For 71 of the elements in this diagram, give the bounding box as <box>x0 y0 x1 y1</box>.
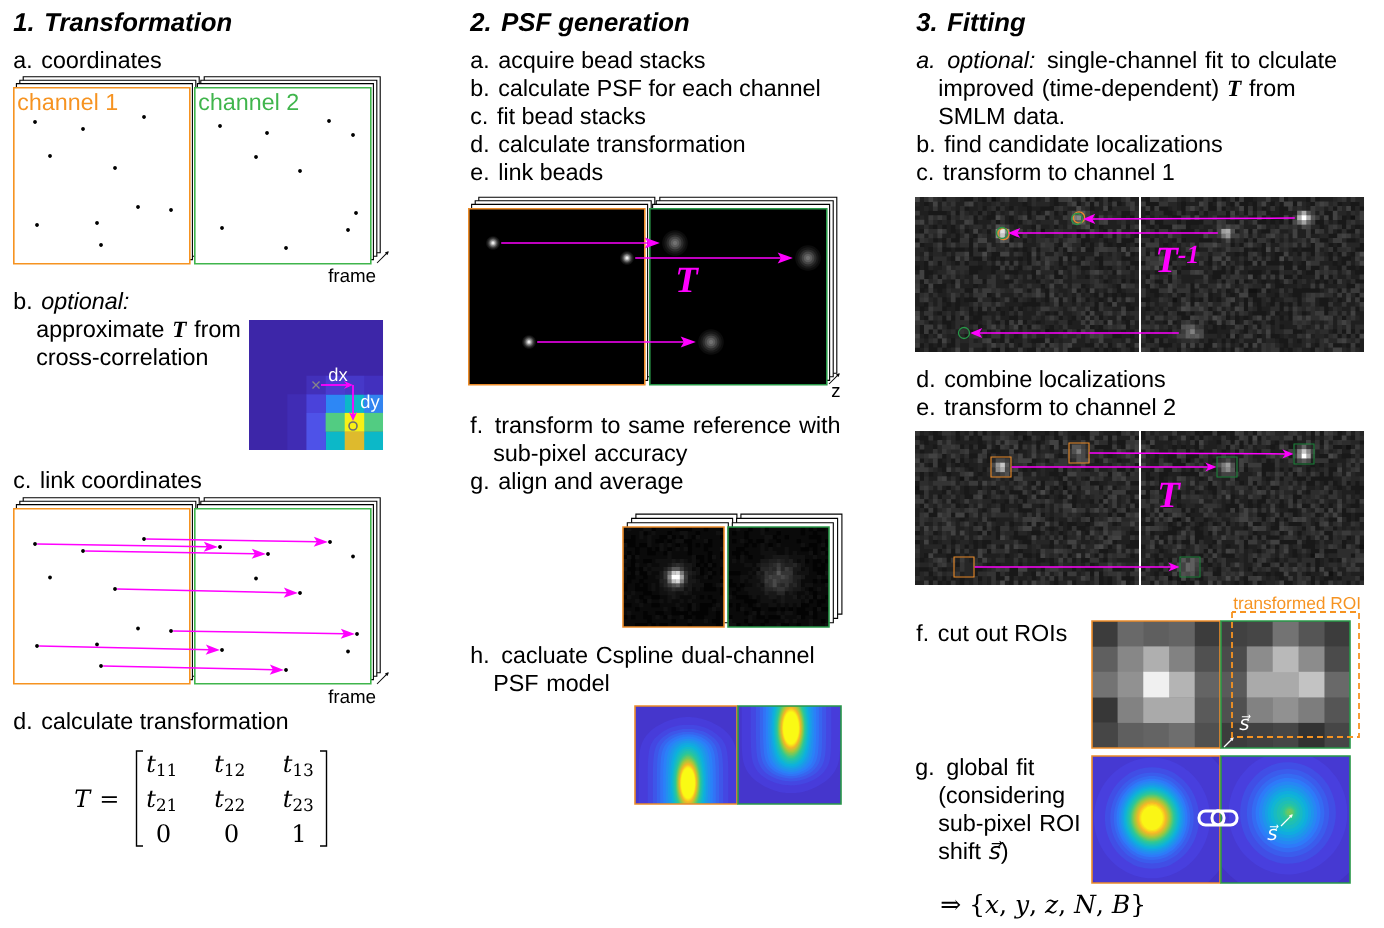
math-label: T <box>1159 482 1181 507</box>
spot <box>1176 320 1204 348</box>
step-text: g. align and average <box>471 472 683 494</box>
step-text: b. calculate PSF for each channel <box>471 79 820 97</box>
result-formula: ⇒ {x, y, z, N, B} <box>941 894 1143 919</box>
blurred-spot <box>660 228 690 258</box>
section-heading: 1. Transformation <box>13 12 232 32</box>
bead-image <box>649 208 828 386</box>
matrix-entry: t$_{12}$ <box>215 755 244 776</box>
step-text: b. find candidate localizations <box>917 135 1222 153</box>
step-text: a. optional: single-channel fit to clculate improved (time-dependent) T from SMLM data. <box>916 51 1337 125</box>
bead-spot <box>619 250 635 266</box>
math-label: T <box>677 267 699 292</box>
matrix-entry: t$_{13}$ <box>284 755 313 777</box>
section-heading: 3. Fitting <box>916 12 1026 37</box>
node-label: transformed ROI <box>1233 596 1360 610</box>
displacement-label: dy <box>361 394 380 412</box>
step-text: c. fit bead stacks <box>471 107 646 125</box>
axis-label: frame <box>328 689 376 704</box>
roi-square <box>1293 443 1315 465</box>
step-text: d. calculate transformation <box>14 712 288 730</box>
matrix-entry: t$_{11}$ <box>147 755 175 776</box>
math-label: T$^{-1}$ <box>1157 245 1197 272</box>
step-text: g. global fit (considering sub-pixel ROI shift s⃗) <box>916 758 1079 864</box>
step-text: f. cut out ROIs <box>916 624 1067 642</box>
step-text: c. link coordinates <box>14 471 201 489</box>
frame: channel 2 <box>194 87 372 265</box>
roi-square <box>990 456 1012 478</box>
step-text: a. acquire bead stacks <box>471 51 705 73</box>
step-text: d. combine localizations <box>917 370 1165 388</box>
math-label: T = <box>75 789 117 807</box>
section-heading: 2. PSF generation <box>469 12 689 37</box>
blurred-spot <box>696 327 726 357</box>
frame: channel 1 <box>13 87 191 265</box>
spot <box>1292 206 1316 230</box>
bead-image <box>468 208 646 386</box>
matrix-entry: 0 <box>157 824 170 843</box>
ring-marker <box>1070 211 1086 226</box>
ring-marker <box>995 226 1010 241</box>
bead-spot <box>521 334 537 350</box>
roi-square <box>953 556 975 578</box>
step-text: e. link beads <box>471 163 603 181</box>
step-text: approximate T from cross-correlation <box>37 320 240 366</box>
matrix-entry: 0 <box>225 824 238 843</box>
step-text: b. optional: <box>14 292 129 314</box>
matrix-entry: t$_{22}$ <box>215 790 244 811</box>
camera-image <box>1141 431 1364 585</box>
roi-square <box>1179 556 1201 578</box>
camera-image <box>1141 197 1364 352</box>
displacement-label: dx <box>329 367 348 382</box>
step-text: a. coordinates <box>14 51 161 69</box>
blurred-spot <box>793 243 823 273</box>
step-text: e. transform to channel 2 <box>917 398 1175 416</box>
matrix-entry: t$_{23}$ <box>284 790 313 812</box>
camera-image <box>915 431 1139 585</box>
bead-spot <box>485 235 501 251</box>
matrix-entry: 1 <box>294 824 304 842</box>
step-text: d. calculate transformation <box>471 135 745 153</box>
matrix-entry: t$_{21}$ <box>147 790 175 811</box>
roi-square <box>1216 456 1238 478</box>
frame <box>13 508 191 685</box>
frame <box>194 508 372 685</box>
roi-square <box>1068 442 1090 464</box>
camera-image <box>915 197 1139 352</box>
vector-label: s⃗ <box>1239 714 1251 731</box>
spot <box>1216 219 1240 243</box>
vector-label: s⃗ <box>1267 824 1279 841</box>
step-text: c. transform to channel 1 <box>917 163 1174 181</box>
ring-marker <box>957 326 971 340</box>
step-text: h. cacluate Cspline dual-channel PSF model <box>471 646 814 692</box>
axis-label: z <box>831 387 840 397</box>
